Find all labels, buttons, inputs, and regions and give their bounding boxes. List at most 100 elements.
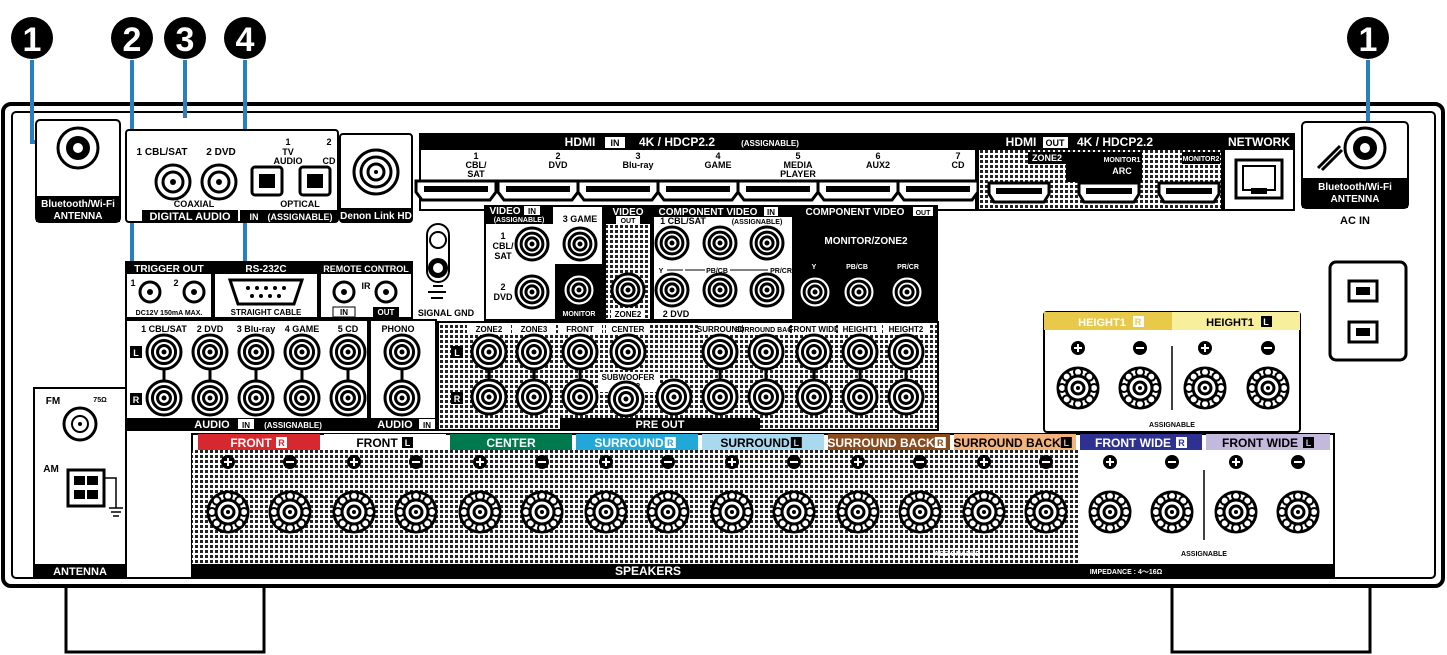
- pre-out-R-8[interactable]: [841, 378, 879, 416]
- video-in-jack-2[interactable]: [514, 274, 550, 310]
- speaker-post-9-minus[interactable]: [1276, 490, 1320, 534]
- hdmi-out-port-2[interactable]: [1077, 181, 1141, 204]
- pre-out-L-9[interactable]: [887, 333, 925, 371]
- trigger-jack-1[interactable]: [138, 280, 162, 304]
- audio-in-R-4[interactable]: [283, 379, 321, 417]
- denon-link-hd[interactable]: Denon Link HD: [339, 133, 413, 223]
- height1-post-1[interactable]: [1056, 366, 1100, 410]
- hdmi-in-port-4[interactable]: [656, 179, 740, 202]
- pre-out-L-1[interactable]: [470, 333, 508, 371]
- phono-R-jack[interactable]: [383, 379, 421, 417]
- speaker-post-4-minus[interactable]: [646, 490, 690, 534]
- audio-in-L-5[interactable]: [329, 333, 367, 371]
- component-in-1-jack-1[interactable]: [654, 225, 690, 261]
- pre-out-L-7[interactable]: [795, 333, 833, 371]
- audio-in-L-4[interactable]: [283, 333, 321, 371]
- pre-out-L-2[interactable]: [515, 333, 553, 371]
- speaker-post-9-plus[interactable]: [1214, 490, 1258, 534]
- remote-out-jack[interactable]: [374, 280, 398, 304]
- hdmi-in-port-7[interactable]: [896, 179, 980, 202]
- speaker-post-2-plus[interactable]: [332, 490, 376, 534]
- svg-text:4K / HDCP2.2: 4K / HDCP2.2: [1077, 135, 1153, 149]
- hdmi-in-port-5[interactable]: [736, 179, 820, 202]
- remote-in-jack[interactable]: [332, 280, 356, 304]
- coaxial-jack-1[interactable]: [154, 163, 192, 201]
- speaker-post-5-minus[interactable]: [772, 490, 816, 534]
- audio-in-R-1[interactable]: [145, 379, 183, 417]
- bt-antenna-left[interactable]: Bluetooth/Wi-Fi ANTENNA: [35, 119, 121, 223]
- svg-text:(ASSIGNABLE): (ASSIGNABLE): [741, 139, 799, 148]
- pre-out-center[interactable]: [609, 333, 647, 371]
- speaker-post-7-plus[interactable]: [962, 490, 1006, 534]
- hdmi-out-port-1[interactable]: [987, 181, 1051, 204]
- plus-icon: [977, 455, 991, 469]
- video-in-jack-1[interactable]: [514, 226, 550, 262]
- network-port[interactable]: NETWORK: [1223, 133, 1295, 211]
- pre-out-R-1[interactable]: [470, 378, 508, 416]
- fm-antenna-jack[interactable]: [62, 406, 98, 442]
- rs232c-port[interactable]: [227, 278, 305, 306]
- pre-out-R-7[interactable]: [795, 378, 833, 416]
- hdmi-in-port-3[interactable]: [576, 179, 660, 202]
- component-in-1-jack-3[interactable]: [749, 225, 785, 261]
- hdmi-in-port-2[interactable]: [496, 179, 580, 202]
- pre-out-R-5[interactable]: [701, 378, 739, 416]
- subwoofer-out-1[interactable]: [607, 380, 645, 418]
- optical-port-2[interactable]: [298, 165, 332, 197]
- speaker-post-4-plus[interactable]: [584, 490, 628, 534]
- pre-out-R-3[interactable]: [561, 378, 599, 416]
- audio-in-R-3[interactable]: [237, 379, 275, 417]
- ac-inlet[interactable]: [1328, 260, 1408, 362]
- speaker-post-1-minus[interactable]: [268, 490, 312, 534]
- hdmi-in-port-1[interactable]: [414, 179, 498, 202]
- pre-out-L-6[interactable]: [747, 333, 785, 371]
- subwoofer-out-2[interactable]: [655, 378, 693, 416]
- pre-out-L-3[interactable]: [561, 333, 599, 371]
- component-in-2-jack-3[interactable]: [749, 272, 785, 308]
- speaker-post-8-plus[interactable]: [1088, 490, 1132, 534]
- speaker-post-7-minus[interactable]: [1024, 490, 1068, 534]
- video-monitor-out-jack[interactable]: [561, 272, 597, 308]
- speaker-post-6-plus[interactable]: [836, 490, 880, 534]
- component-in-2-jack-1[interactable]: [654, 272, 690, 308]
- am-antenna-terminal[interactable]: [66, 468, 123, 517]
- callout-3: 3: [164, 17, 206, 59]
- bt-antenna-right[interactable]: Bluetooth/Wi-Fi ANTENNA: [1301, 121, 1409, 209]
- speaker-post-8-minus[interactable]: [1150, 490, 1194, 534]
- hdmi-in-port-6[interactable]: [816, 179, 900, 202]
- component-in-1-jack-2[interactable]: [702, 225, 738, 261]
- speaker-post-3-plus[interactable]: [458, 490, 502, 534]
- pre-out-R-2[interactable]: [515, 378, 553, 416]
- hdmi-out-port-3[interactable]: [1157, 181, 1221, 204]
- pre-out-R-6[interactable]: [747, 378, 785, 416]
- optical-port-1[interactable]: [250, 165, 284, 197]
- component-out-jack-3[interactable]: [889, 274, 925, 310]
- video-in-jack-3[interactable]: [562, 226, 598, 262]
- coaxial-jack-2[interactable]: [200, 163, 238, 201]
- trigger-jack-2[interactable]: [182, 280, 206, 304]
- audio-in-L-2[interactable]: [191, 333, 229, 371]
- component-out-jack-1[interactable]: [797, 274, 833, 310]
- audio-in-L-3[interactable]: [237, 333, 275, 371]
- signal-gnd-terminal[interactable]: [426, 223, 450, 299]
- pre-out-R-9[interactable]: [887, 378, 925, 416]
- speaker-post-1-plus[interactable]: [206, 490, 250, 534]
- pre-out-L-5[interactable]: [701, 333, 739, 371]
- audio-in-R-5[interactable]: [329, 379, 367, 417]
- video-zone2-out-jack[interactable]: [610, 272, 646, 308]
- speaker-post-3-minus[interactable]: [520, 490, 564, 534]
- hdmi-in-num: 3: [635, 151, 640, 161]
- audio-in-R-2[interactable]: [191, 379, 229, 417]
- component-in-2-jack-2[interactable]: [702, 272, 738, 308]
- speaker-post-6-minus[interactable]: [898, 490, 942, 534]
- svg-text:AM: AM: [43, 464, 59, 475]
- speaker-post-2-minus[interactable]: [394, 490, 438, 534]
- component-out-jack-2[interactable]: [841, 274, 877, 310]
- audio-in-L-1[interactable]: [145, 333, 183, 371]
- phono-L-jack[interactable]: [383, 333, 421, 371]
- height1-post-2[interactable]: [1118, 366, 1162, 410]
- height1-post-3[interactable]: [1183, 366, 1227, 410]
- height1-post-4[interactable]: [1246, 366, 1290, 410]
- pre-out-L-8[interactable]: [841, 333, 879, 371]
- speaker-post-5-plus[interactable]: [710, 490, 754, 534]
